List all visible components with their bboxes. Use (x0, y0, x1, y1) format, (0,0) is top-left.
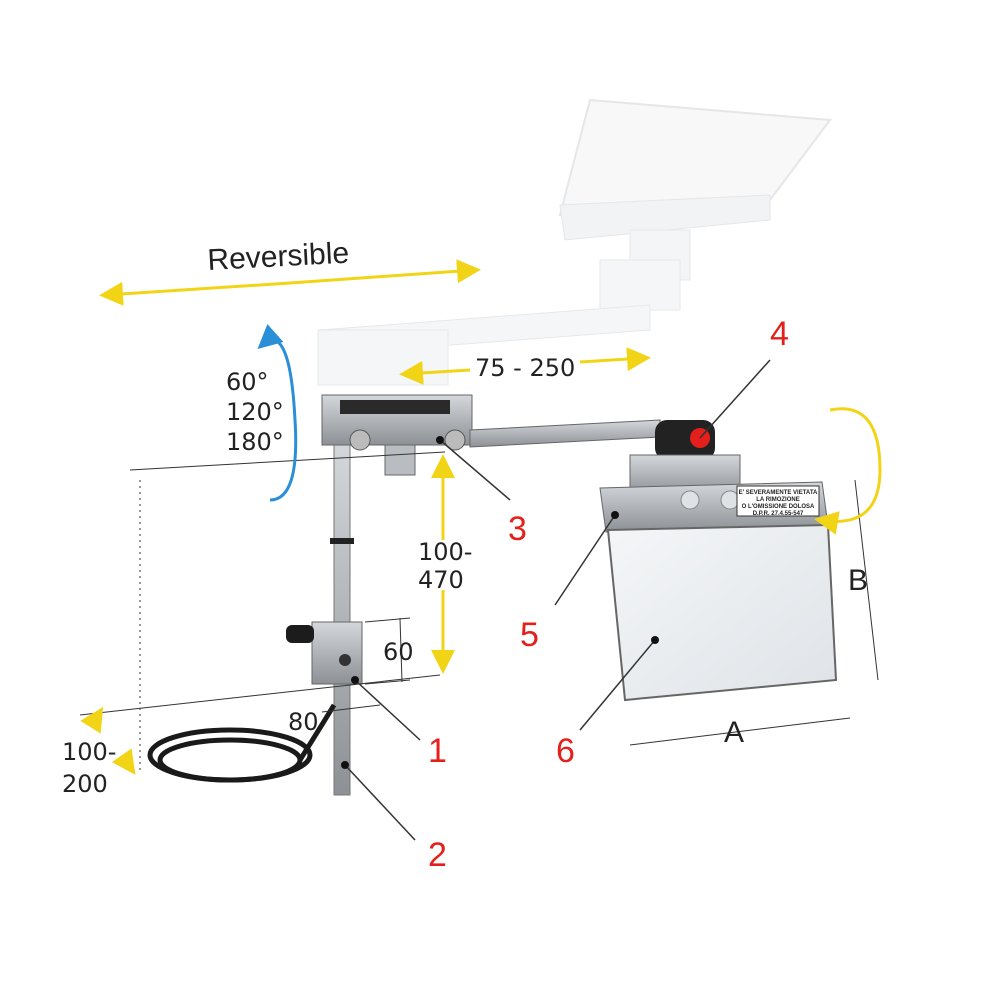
callout-6: 6 (556, 732, 575, 770)
dim-b-label: B (848, 564, 868, 597)
callout-1: 1 (428, 732, 447, 770)
callout-4: 4 (770, 315, 789, 353)
dim-60-label: 60 (383, 638, 414, 666)
angle-label: 180° (226, 428, 284, 456)
height-label: 100- (418, 538, 472, 566)
callout-dots (341, 436, 659, 769)
callout-2: 2 (428, 836, 447, 874)
ghost-reversed-position (317, 98, 832, 386)
callout-3: 3 (508, 510, 527, 548)
low-height-label: 200 (62, 770, 108, 798)
angle-label: 60° (226, 368, 269, 396)
warning-sticker: E' SEVERAMENTE VIETATA LA RIMOZIONE O L'… (736, 485, 820, 517)
rotation-arrow-blue (257, 324, 298, 502)
reversible-arrow-left (99, 281, 291, 306)
low-height-label: 100- (62, 738, 116, 766)
reversible-arrow-right (289, 259, 481, 285)
dim-80-label: 80 (288, 708, 319, 736)
shield: E' SEVERAMENTE VIETATA LA RIMOZIONE O L'… (599, 481, 838, 702)
sticker-line: E' SEVERAMENTE VIETATA (739, 490, 818, 496)
shield-rotation-arrow (814, 407, 882, 535)
yellow-arrows (80, 259, 882, 775)
height-label: 470 (418, 566, 464, 594)
reversible-label: Reversible (207, 237, 350, 277)
power-cable (147, 703, 337, 783)
callout-5: 5 (520, 616, 539, 654)
dim-a-label: A (724, 716, 744, 749)
sticker-line: LA RIMOZIONE (756, 497, 799, 503)
clamp-knob (286, 625, 314, 643)
post-clamp (286, 621, 363, 685)
sticker-line: D.P.R. 27.4.55-547 (753, 511, 804, 517)
callout-leaders (344, 359, 771, 841)
arm-range-label: 75 - 250 (475, 354, 575, 382)
horizontal-arm (321, 394, 661, 476)
vertical-post (330, 439, 354, 796)
angle-label: 120° (226, 398, 284, 426)
dimension-lines (79, 451, 879, 770)
sticker-line: O L'OMISSIONE DOLOSA (742, 504, 815, 510)
